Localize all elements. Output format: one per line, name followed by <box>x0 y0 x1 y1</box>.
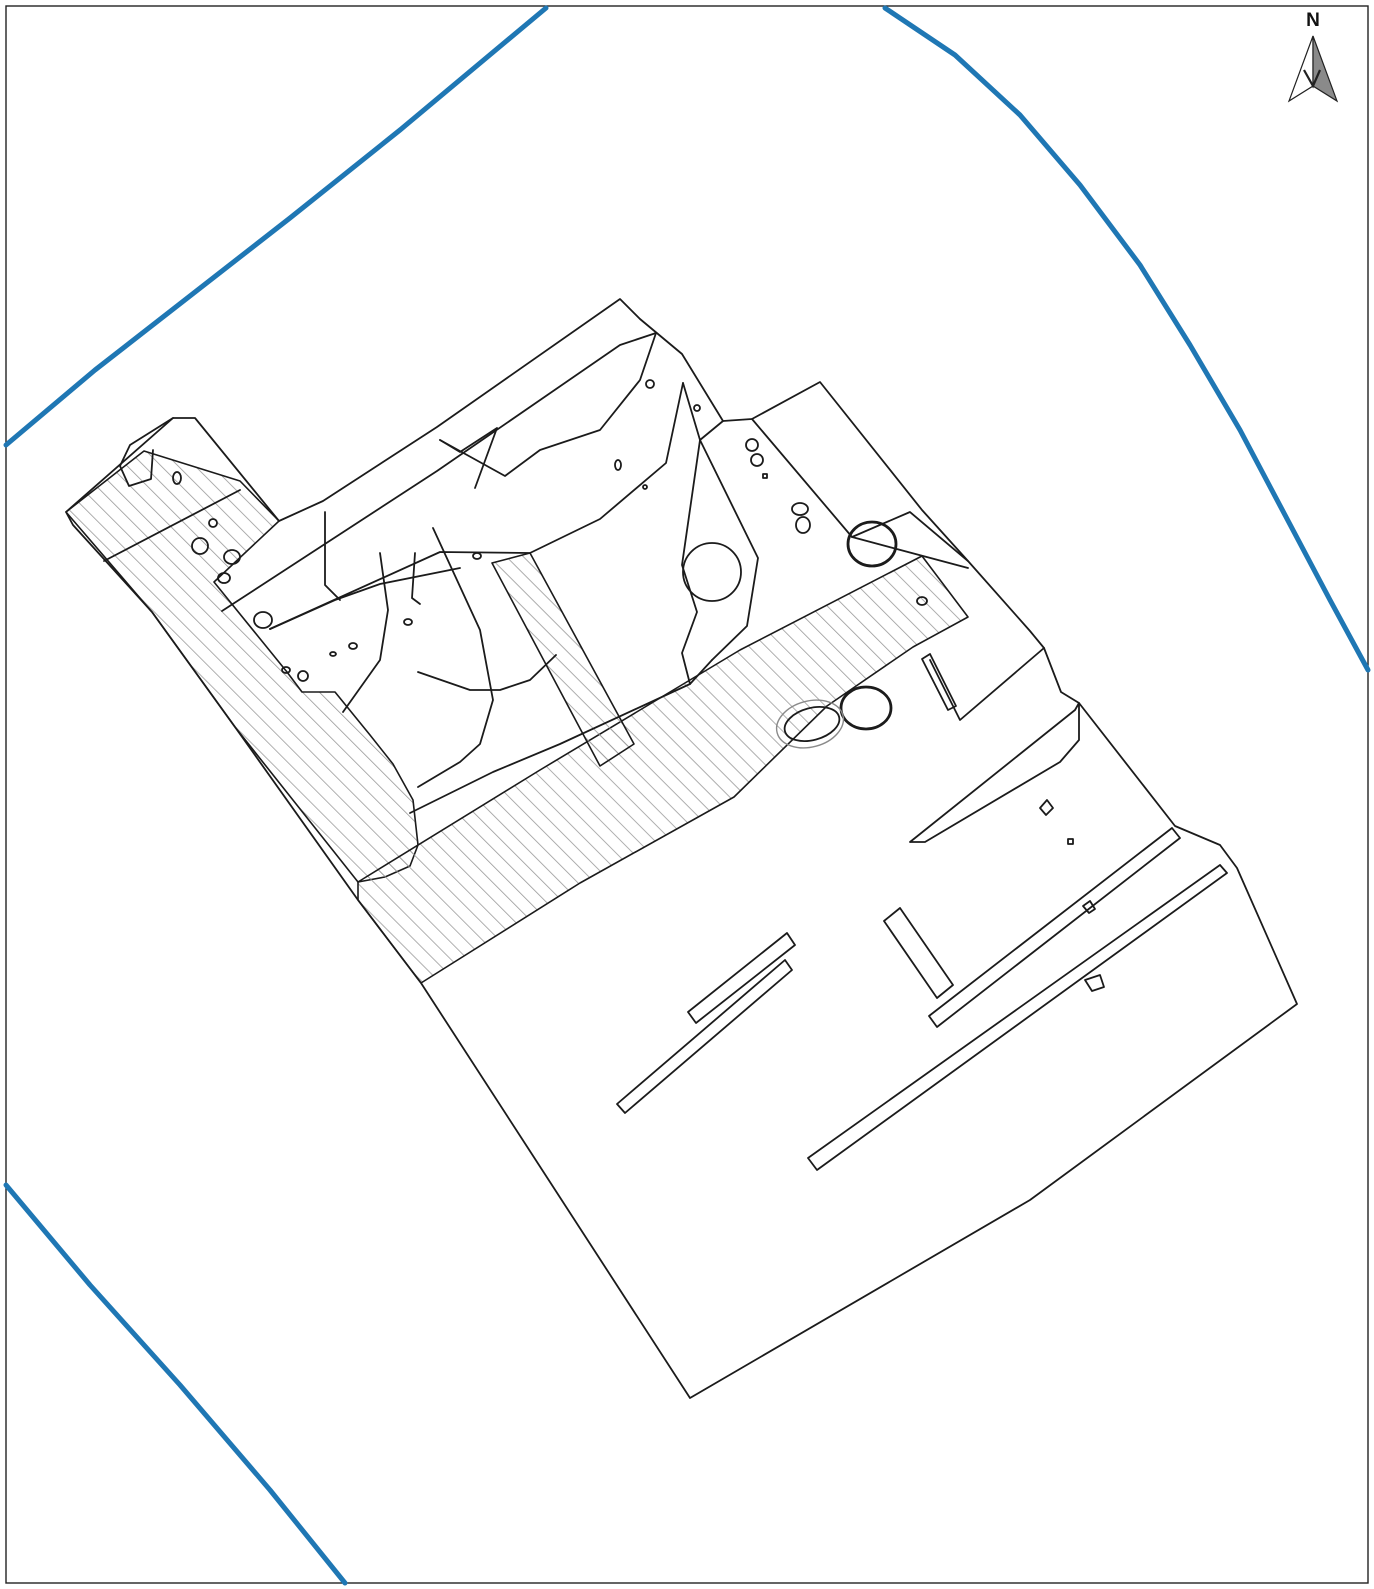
interior-wall-1 <box>119 417 174 487</box>
interior-wall-10 <box>409 659 713 814</box>
pit-feature <box>223 549 241 565</box>
large-pit <box>846 520 898 568</box>
north-arrow-left-half <box>1287 35 1314 103</box>
interior-wall-19 <box>439 427 498 489</box>
northwest-block-outline <box>65 298 1298 1399</box>
hatched-zone-diagonal-band <box>357 555 969 984</box>
interior-wall-13 <box>699 439 759 661</box>
map-frame <box>5 5 1369 1584</box>
hatched-zone-west-band <box>65 450 419 883</box>
oval-feature-outline <box>775 699 845 749</box>
interior-wall-12 <box>681 439 701 685</box>
bar-feature-5 <box>807 864 1228 1171</box>
interior-wall-15 <box>851 536 969 569</box>
boundary-line-northwest <box>3 5 549 448</box>
pit-feature <box>750 453 764 467</box>
north-arrow-label: N <box>1306 10 1320 31</box>
bar-feature-4 <box>928 827 1181 1028</box>
pit-feature <box>791 502 809 516</box>
pit-feature <box>172 471 182 485</box>
pit-feature <box>795 516 811 534</box>
north-arrow: N <box>1287 10 1339 103</box>
interior-wall-6 <box>269 567 461 630</box>
interior-wall-9 <box>417 654 557 691</box>
round-feature <box>682 542 742 602</box>
pit-feature <box>1084 974 1105 992</box>
pit-feature <box>1082 900 1096 914</box>
pit-feature <box>693 404 701 412</box>
pit-feature <box>745 438 759 452</box>
north-arrow-right-half <box>1312 35 1339 103</box>
boundary-lines <box>3 5 1371 1586</box>
pit-feature <box>642 484 648 490</box>
north-arrow-mark <box>1303 69 1322 89</box>
pit-feature <box>916 596 928 606</box>
pit-feature <box>329 651 337 657</box>
pit-feature <box>217 572 231 584</box>
pit-feature <box>1039 799 1054 816</box>
interior-wall-4 <box>269 382 684 630</box>
interior-wall-5 <box>324 511 341 601</box>
pit-feature <box>191 537 209 555</box>
oval-feature <box>783 706 841 742</box>
interior-wall-17 <box>909 702 1080 843</box>
hatched-zone-north-strip <box>491 552 635 767</box>
pit-feature <box>253 611 273 629</box>
pit-feature <box>348 642 358 650</box>
interior-wall-16 <box>929 647 1045 721</box>
pit-feature <box>762 473 768 479</box>
bar-feature-6 <box>921 653 957 711</box>
pit-feature <box>614 459 622 471</box>
site-structures <box>65 298 1298 1399</box>
pit-features <box>172 379 1105 992</box>
bar-feature-1 <box>687 932 796 1024</box>
interior-wall-2 <box>103 489 241 562</box>
large-pit <box>839 685 893 731</box>
boundary-line-northeast <box>882 5 1371 673</box>
pit-feature <box>297 670 309 682</box>
boundary-line-southwest <box>3 1182 348 1586</box>
pit-feature <box>281 666 291 674</box>
pit-feature <box>208 518 218 528</box>
interior-wall-7 <box>342 552 389 713</box>
pit-feature <box>472 552 482 560</box>
interior-wall-20 <box>411 552 421 605</box>
bar-feature-3 <box>883 907 954 999</box>
interior-wall-3 <box>221 332 657 612</box>
hatched-zones <box>65 450 969 984</box>
interior-wall-8 <box>417 527 494 788</box>
pit-feature <box>403 618 413 626</box>
bar-feature-2 <box>616 959 793 1114</box>
pit-feature <box>1067 838 1074 845</box>
pit-feature <box>645 379 655 389</box>
interior-wall-18 <box>439 332 657 477</box>
